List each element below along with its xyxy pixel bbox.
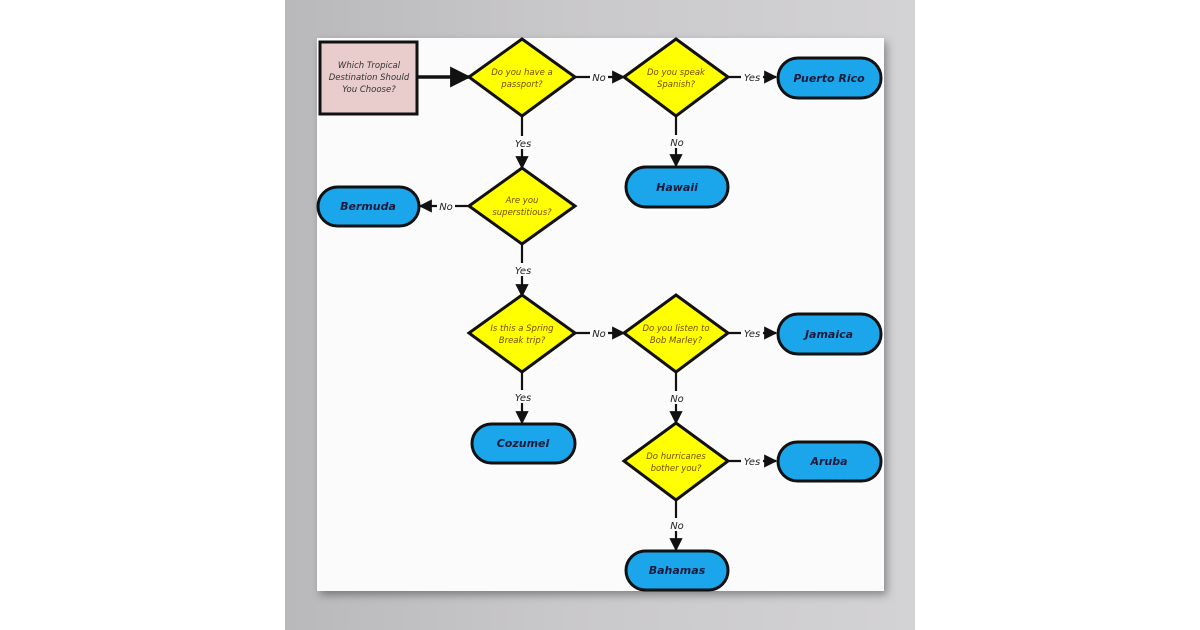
terminal-bermuda bbox=[316, 185, 421, 228]
dest-bermuda: Bermuda bbox=[340, 200, 396, 213]
decision-marley bbox=[621, 293, 731, 374]
start-line-1: Which Tropical bbox=[338, 61, 401, 71]
label-springbreak-no: No bbox=[592, 329, 606, 340]
dest-bahamas: Bahamas bbox=[649, 564, 706, 577]
label-hurricanes-yes: Yes bbox=[744, 457, 760, 468]
decision-spring-break bbox=[466, 293, 578, 374]
q-superstitious-line-1: Are you bbox=[505, 196, 539, 206]
terminal-puerto-rico bbox=[776, 56, 883, 100]
label-superstitious-yes: Yes bbox=[515, 266, 531, 277]
label-passport-yes: Yes bbox=[515, 139, 531, 150]
dest-puerto-rico: Puerto Rico bbox=[793, 72, 865, 85]
label-spanish-yes: Yes bbox=[744, 73, 760, 84]
dest-cozumel: Cozumel bbox=[497, 437, 550, 450]
q-marley-line-2: Bob Marley? bbox=[650, 336, 703, 346]
q-springbreak-line-1: Is this a Spring bbox=[490, 324, 554, 334]
terminal-bahamas bbox=[624, 549, 730, 592]
q-passport-line-1: Do you have a bbox=[491, 68, 553, 78]
terminal-aruba bbox=[776, 440, 883, 483]
start-line-2: Destination Should bbox=[329, 73, 410, 83]
q-spanish-line-2: Spanish? bbox=[657, 80, 696, 90]
q-superstitious-line-2: superstitious? bbox=[492, 208, 552, 218]
decision-hurricanes bbox=[621, 421, 731, 502]
terminal-jamaica bbox=[776, 312, 883, 356]
label-marley-yes: Yes bbox=[744, 329, 760, 340]
dest-hawaii: Hawaii bbox=[656, 181, 698, 194]
label-spanish-no: No bbox=[670, 138, 684, 149]
label-marley-no: No bbox=[670, 394, 684, 405]
terminal-cozumel bbox=[470, 422, 577, 465]
dest-aruba: Aruba bbox=[809, 455, 847, 468]
label-springbreak-yes: Yes bbox=[515, 393, 531, 404]
decision-passport bbox=[466, 37, 578, 118]
start-line-3: You Choose? bbox=[342, 85, 396, 95]
q-hurricanes-line-1: Do hurricanes bbox=[646, 452, 706, 462]
q-hurricanes-line-2: bother you? bbox=[651, 464, 702, 474]
q-marley-line-1: Do you listen to bbox=[642, 324, 709, 334]
label-hurricanes-no: No bbox=[670, 521, 684, 532]
q-spanish-line-1: Do you speak bbox=[647, 68, 706, 78]
terminal-hawaii bbox=[624, 165, 730, 209]
q-springbreak-line-2: Break trip? bbox=[499, 336, 546, 346]
label-passport-no: No bbox=[592, 73, 606, 84]
label-superstitious-no: No bbox=[439, 202, 453, 213]
dest-jamaica: Jamaica bbox=[803, 328, 853, 341]
decision-superstitious bbox=[466, 166, 578, 246]
start-node: Which Tropical Destination Should You Ch… bbox=[318, 40, 419, 116]
decision-spanish bbox=[621, 37, 731, 118]
q-passport-line-2: passport? bbox=[500, 80, 543, 90]
